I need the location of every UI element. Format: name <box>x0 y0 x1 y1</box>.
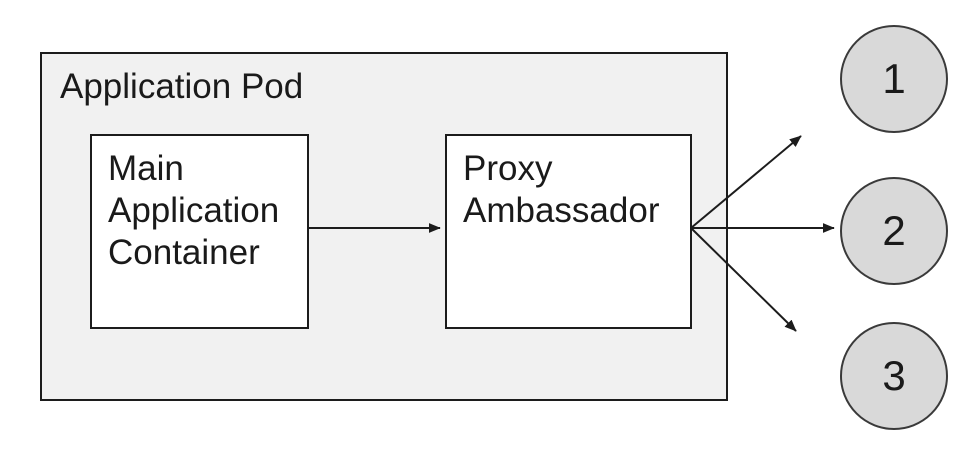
application-pod-label: Application Pod <box>60 67 304 106</box>
endpoint-circle-1: 1 <box>840 25 948 133</box>
application-pod-group: Application Pod Main Application Contain… <box>40 52 728 401</box>
endpoint-circle-2-label: 2 <box>882 207 906 254</box>
endpoint-circle-1-label: 1 <box>882 55 906 102</box>
endpoint-circle-2: 2 <box>840 177 948 285</box>
proxy-ambassador-node: Proxy Ambassador <box>445 134 692 329</box>
endpoint-circle-3-label: 3 <box>882 352 906 399</box>
proxy-ambassador-label: Proxy Ambassador <box>463 149 660 230</box>
main-application-container-node: Main Application Container <box>90 134 309 329</box>
main-application-container-label: Main Application Container <box>108 149 280 272</box>
endpoint-circle-3: 3 <box>840 322 948 430</box>
